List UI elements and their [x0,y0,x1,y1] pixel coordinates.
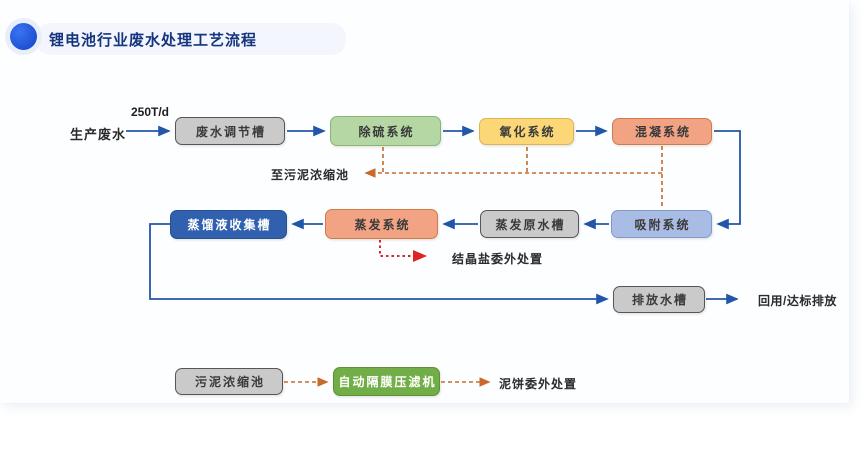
node-coagulation-system: 混凝系统 [612,118,712,145]
edge-coagulation-to-adsorption [714,130,741,230]
node-wastewater-adjust-tank: 废水调节槽 [175,117,285,145]
label-crystal-salt-disposal: 结晶盐委外处置 [452,252,544,266]
flowchart-panel: 锂电池行业废水处理工艺流程 [10,23,837,396]
label-to-sludge-thickener: 至污泥浓缩池 [271,168,350,182]
node-adsorption-system: 吸附系统 [611,210,712,238]
label-flow-rate: 250T/d [131,105,170,119]
page-title: 锂电池行业废水处理工艺流程 [49,32,258,49]
label-production-wastewater: 生产废水 [70,127,127,142]
blue-circle-icon [10,23,37,50]
node-oxidation-system: 氧化系统 [479,118,574,145]
edge-evaporation-to-crystal-salt [379,240,427,262]
label-mud-cake-disposal: 泥饼委外处置 [499,377,578,391]
title-background [36,23,346,55]
node-diaphragm-filter-press: 自动隔膜压滤机 [333,367,440,396]
node-sludge-thickening-tank: 污泥浓缩池 [175,368,283,395]
label-reuse-discharge: 回用/达标排放 [758,294,837,308]
node-evaporation-raw-water-tank: 蒸发原水槽 [480,210,579,238]
node-distillate-collection-tank: 蒸馏液收集槽 [170,210,287,239]
node-discharge-water-tank: 排放水槽 [613,286,705,313]
node-desulfurization-system: 除硫系统 [330,116,441,146]
node-evaporation-system: 蒸发系统 [325,209,438,239]
